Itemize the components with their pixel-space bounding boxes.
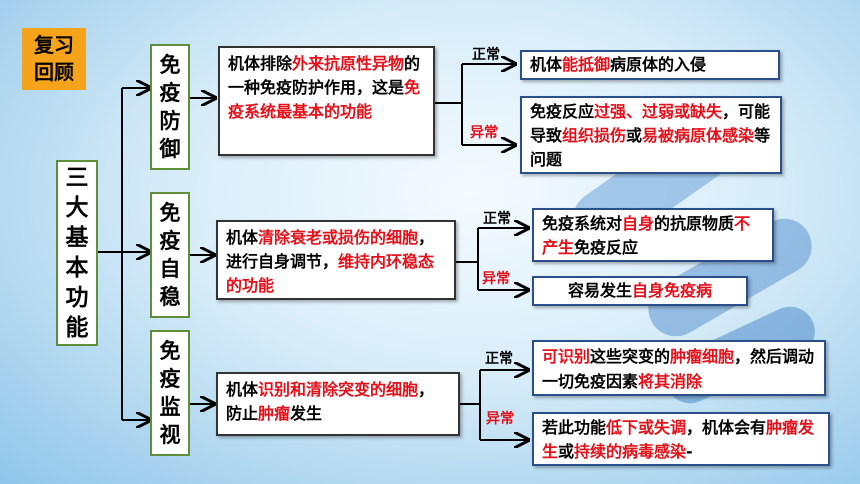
highlight-text: 持续的病毒感染 [574, 442, 687, 461]
highlight-text: 组织损伤 [562, 126, 627, 145]
function-title-surveillance: 免 疫 监 视 [150, 330, 190, 456]
title-char: 稳 [159, 285, 181, 309]
highlight-text: 肿瘤细胞 [670, 347, 735, 366]
body-text: ，机体会有 [686, 418, 767, 437]
root-char: 功 [65, 285, 89, 311]
description-defense: 机体排除外来抗原性异物的一种免疫防护作用，这是免疫系统最基本的功能 [218, 46, 435, 156]
body-text: ，防止 [226, 380, 435, 423]
body-text: 或 [558, 442, 575, 461]
body-text: 机体 [226, 380, 259, 399]
body-text: 免疫反应 [574, 238, 639, 257]
description-homeostasis: 机体清除衰老或损伤的细胞，进行自身调节，维持内环稳态的功能 [216, 220, 456, 300]
outcome-normal-surveillance: 可识别这些突变的肿瘤细胞，然后调动一切免疫因素将其消除 [532, 340, 826, 396]
outcome-abnormal-homeostasis: 容易发生自身免疫病 [532, 276, 748, 306]
normal-label: 正常 [485, 351, 513, 367]
highlight-text: 易被病原体感染 [642, 126, 755, 145]
abnormal-label: 异常 [482, 271, 510, 287]
highlight-text: 肿瘤发生 [542, 418, 815, 461]
highlight-text: 免疫系统最基本的功能 [228, 78, 421, 121]
abnormal-label: 异常 [486, 411, 514, 427]
review-badge-line1: 复习 [34, 33, 74, 57]
title-char: 疫 [159, 367, 181, 391]
normal-label: 正常 [483, 211, 511, 227]
body-text: ，可能导致 [530, 102, 771, 145]
title-char: 视 [159, 423, 181, 447]
body-text: 病原体的入侵 [610, 55, 707, 74]
review-badge-line2: 回顾 [34, 60, 74, 84]
body-text: 容易发生 [567, 281, 632, 300]
body-text: 免疫系统对 [542, 214, 623, 233]
title-char: 防 [159, 109, 181, 133]
outcome-abnormal-surveillance: 若此功能低下或失调，机体会有肿瘤发生或持续的病毒感染- [532, 412, 830, 466]
root-char: 大 [65, 195, 89, 221]
body-text: 或 [626, 126, 643, 145]
outcome-normal-defense: 机体能抵御病原体的入侵 [520, 50, 780, 80]
root-char: 能 [65, 315, 89, 341]
title-char: 免 [159, 53, 181, 77]
highlight-text: 维持内环稳态的功能 [226, 252, 435, 295]
function-title-defense: 免 疫 防 御 [150, 44, 190, 170]
review-badge: 复习 回顾 [22, 28, 86, 90]
function-title-homeostasis: 免 疫 自 稳 [150, 192, 190, 318]
title-char: 疫 [159, 81, 181, 105]
highlight-text: 肿瘤 [258, 404, 291, 423]
highlight-text: 能抵御 [562, 55, 611, 74]
outcome-normal-homeostasis: 免疫系统对自身的抗原物质不产生免疫反应 [532, 208, 774, 262]
body-text: 等问题 [530, 126, 771, 169]
body-text: 若此功能 [542, 418, 607, 437]
title-char: 监 [159, 395, 181, 419]
root-char: 三 [65, 165, 89, 191]
outcome-abnormal-defense: 免疫反应过强、过弱或缺失，可能导致组织损伤或易被病原体感染等问题 [520, 96, 782, 174]
highlight-text: 不产生 [542, 214, 751, 257]
highlight-text: 外来抗原性异物 [292, 54, 405, 73]
body-text: 这些突变的 [590, 347, 671, 366]
title-char: 自 [159, 257, 181, 281]
body-text: ，进行自身调节， [226, 228, 435, 271]
title-char: 御 [159, 137, 181, 161]
highlight-text: 将其消除 [638, 372, 703, 391]
body-text: - [686, 442, 693, 461]
body-text: 发生 [290, 404, 323, 423]
root-char: 基 [65, 225, 89, 251]
body-text: 免疫反应 [530, 102, 595, 121]
title-char: 免 [159, 339, 181, 363]
body-text: ，然后调动一切免疫因素 [542, 347, 815, 391]
highlight-text: 清除衰老或损伤的细胞 [258, 228, 419, 247]
abnormal-label: 异常 [470, 125, 498, 141]
description-surveillance: 机体识别和清除突变的细胞，防止肿瘤发生 [216, 372, 460, 436]
root-char: 本 [65, 255, 89, 281]
body-text: 的抗原物质 [654, 214, 735, 233]
body-text: 机体 [530, 55, 563, 74]
normal-label: 正常 [472, 47, 500, 63]
body-text: 的一种免疫防护作用，这是 [228, 54, 421, 97]
body-text: 机体排除 [228, 54, 293, 73]
root-three-functions: 三 大 基 本 功 能 [56, 160, 98, 346]
highlight-text: 自身免疫病 [632, 281, 713, 300]
highlight-text: 可识别 [542, 347, 591, 366]
title-char: 疫 [159, 229, 181, 253]
highlight-text: 过强、过弱或缺失 [594, 102, 723, 121]
highlight-text: 低下或失调 [606, 418, 687, 437]
title-char: 免 [159, 201, 181, 225]
highlight-text: 自身 [622, 214, 655, 233]
highlight-text: 识别和清除突变的细胞 [258, 380, 419, 399]
body-text: 机体 [226, 228, 259, 247]
